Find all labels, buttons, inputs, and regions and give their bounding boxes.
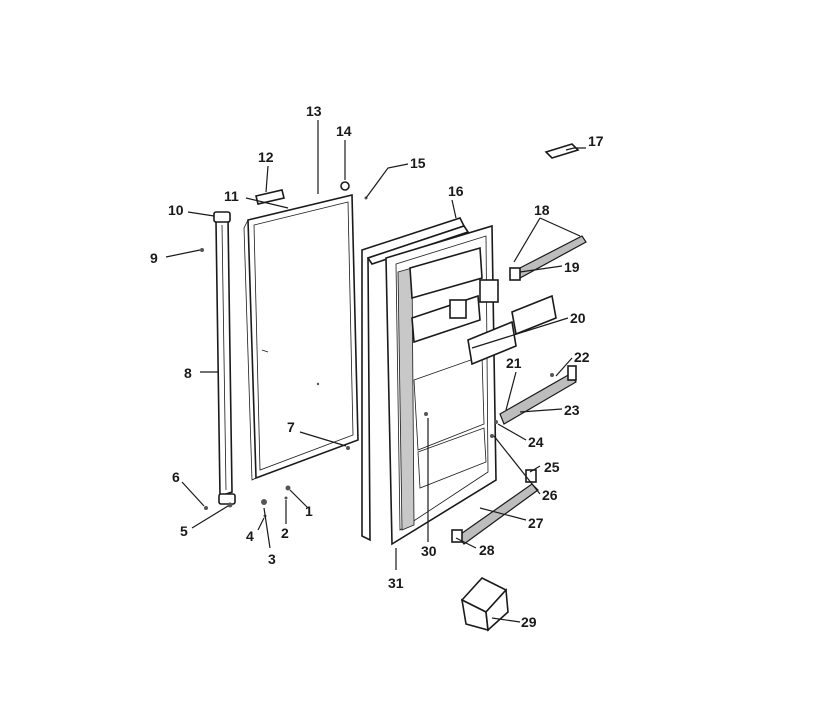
leader-lines — [165, 120, 586, 623]
screw-24 — [494, 420, 498, 424]
screw-30 — [424, 412, 428, 416]
callout-12: 12 — [258, 149, 274, 165]
callout-5: 5 — [180, 523, 188, 539]
top-cap — [544, 143, 580, 159]
callout-4: 4 — [246, 528, 254, 544]
callout-21: 21 — [506, 355, 522, 371]
callout-labels: 1 2 3 4 5 6 7 8 9 10 11 12 13 14 15 16 1… — [150, 103, 604, 630]
callout-6: 6 — [172, 469, 180, 485]
callout-10: 10 — [168, 202, 184, 218]
callout-30: 30 — [421, 543, 437, 559]
screw-6 — [204, 506, 208, 510]
callout-11: 11 — [224, 188, 239, 204]
liner-latch-block — [449, 299, 467, 319]
liner-upper-block — [479, 279, 499, 303]
hinge-5 — [227, 502, 233, 508]
handle-top-cap — [213, 211, 231, 223]
rail-end-cap — [509, 267, 521, 281]
washer-2 — [284, 496, 288, 500]
callout-26: 26 — [542, 487, 558, 503]
screw-1 — [285, 485, 291, 491]
lower-rail-end — [451, 529, 463, 543]
callout-1: 1 — [305, 503, 313, 519]
door-liner-frame — [361, 217, 470, 542]
callout-22: 22 — [574, 349, 590, 365]
upper-shelf-rail — [509, 235, 587, 281]
callout-9: 9 — [150, 250, 158, 266]
callout-16: 16 — [448, 183, 464, 199]
callout-27: 27 — [528, 515, 544, 531]
middle-rail-end — [567, 365, 577, 381]
middle-shelf-rail — [499, 365, 577, 425]
callout-19: 19 — [564, 259, 580, 275]
inner-door-liner — [385, 224, 499, 546]
callout-17: 17 — [588, 133, 604, 149]
callout-24: 24 — [528, 434, 544, 450]
screw-7 — [346, 446, 350, 450]
door-handle-trim — [213, 211, 236, 505]
callout-31: 31 — [388, 575, 404, 591]
door-panel — [243, 193, 359, 481]
door-pad — [255, 189, 285, 205]
dairy-bin — [460, 577, 509, 632]
callout-20: 20 — [570, 310, 586, 326]
callout-18: 18 — [534, 202, 550, 218]
callout-15: 15 — [410, 155, 426, 171]
hinge-3 — [261, 499, 267, 505]
callout-2: 2 — [281, 525, 289, 541]
callout-7: 7 — [287, 419, 295, 435]
callout-28: 28 — [479, 542, 495, 558]
clip-26 — [490, 434, 494, 438]
handle-bottom-cap — [218, 493, 236, 505]
callout-23: 23 — [564, 402, 580, 418]
callout-13: 13 — [306, 103, 322, 119]
door-plug — [340, 181, 350, 191]
callout-25: 25 — [544, 459, 560, 475]
screw-9 — [200, 248, 204, 252]
callout-29: 29 — [521, 614, 537, 630]
callout-3: 3 — [268, 551, 276, 567]
upper-door-bins — [467, 294, 557, 366]
callout-8: 8 — [184, 365, 192, 381]
callout-14: 14 — [336, 123, 352, 139]
screw-22 — [550, 373, 554, 377]
